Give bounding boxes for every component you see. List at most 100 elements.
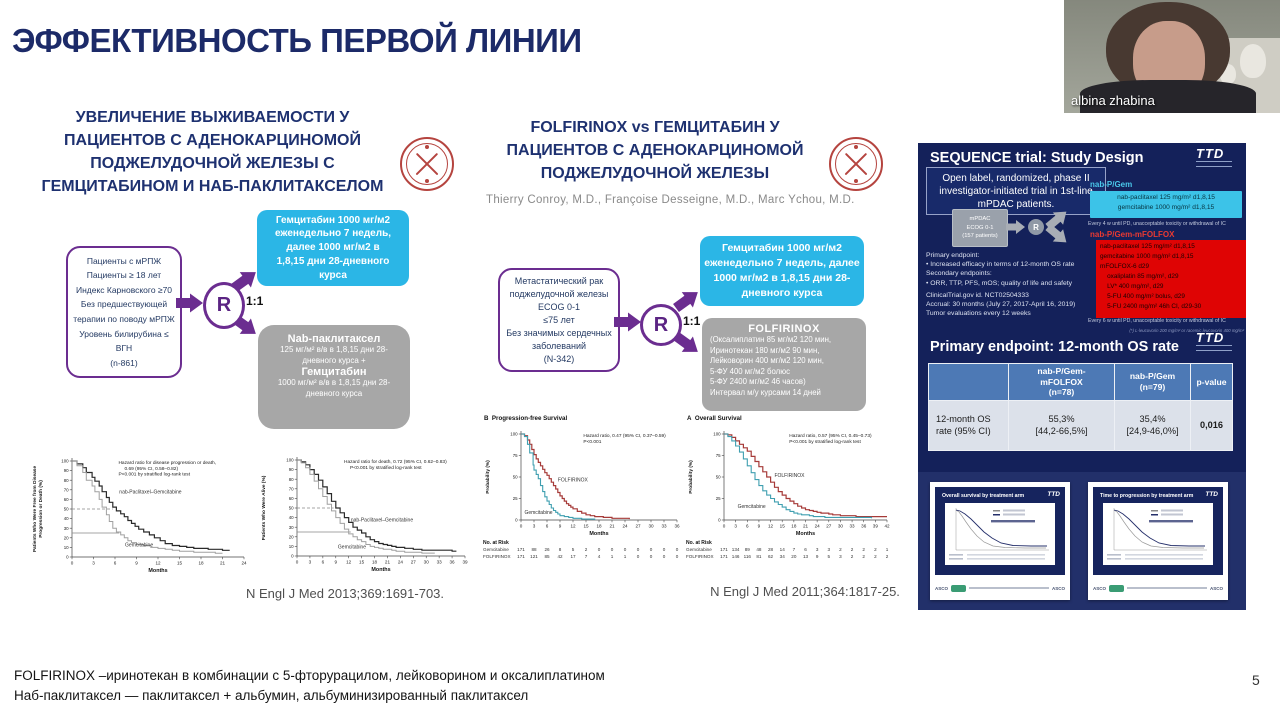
arm2-dose2-label: 1000 мг/м² в/в в 1,8,15 дни 28- дневного… [277, 378, 391, 398]
svg-text:100: 100 [286, 458, 294, 463]
ttd-logo-caption [1196, 161, 1232, 167]
svg-text:12: 12 [155, 561, 161, 566]
svg-text:171: 171 [720, 554, 728, 559]
svg-text:30: 30 [424, 560, 430, 565]
svg-text:0: 0 [663, 547, 666, 552]
svg-text:6: 6 [322, 560, 325, 565]
svg-text:8: 8 [559, 547, 562, 552]
arm2-drug2-label: Гемцитабин [301, 366, 367, 378]
svg-text:FOLFIRINOX: FOLFIRINOX [483, 554, 511, 559]
svg-text:100: 100 [61, 459, 69, 464]
svg-text:116: 116 [744, 554, 752, 559]
sequence-design-title: SEQUENCE trial: Study Design [930, 150, 1144, 166]
asco-logo: ASCO [1093, 585, 1107, 591]
participant-name: albina zhabina [1071, 93, 1155, 108]
svg-text:24: 24 [815, 524, 821, 529]
svg-text:36: 36 [674, 524, 680, 529]
svg-text:80: 80 [64, 478, 69, 483]
svg-text:18: 18 [372, 560, 378, 565]
svg-text:7: 7 [793, 547, 796, 552]
svg-text:15: 15 [780, 524, 786, 529]
arm2-note: Every 6 w until PD, unacceptable toxicit… [1088, 318, 1226, 324]
card-footer: ASCO ASCO [1093, 579, 1223, 597]
svg-text:Gemcitabine: Gemcitabine [483, 547, 509, 552]
svg-text:0: 0 [718, 518, 721, 523]
table-header-arm-nabpgem: nab-P/Gem (n=79) [1114, 362, 1191, 402]
seal-dot [854, 179, 858, 183]
svg-text:Progression or Death (%): Progression or Death (%) [38, 480, 44, 538]
green-badge-icon [1109, 584, 1125, 592]
svg-text:30: 30 [838, 524, 844, 529]
svg-text:89: 89 [745, 547, 751, 552]
arm1-note: Every 4 w until PD, unacceptable toxicit… [1088, 221, 1226, 227]
svg-text:0.69 (95% CI, 0.58–0.82): 0.69 (95% CI, 0.58–0.82) [124, 466, 178, 472]
svg-text:0: 0 [676, 547, 679, 552]
svg-text:20: 20 [64, 535, 69, 540]
svg-text:FOLFIRINOX: FOLFIRINOX [774, 473, 805, 479]
svg-text:0: 0 [650, 547, 653, 552]
svg-text:0: 0 [611, 547, 614, 552]
svg-text:0: 0 [291, 554, 294, 559]
svg-text:18: 18 [596, 524, 602, 529]
svg-text:6: 6 [546, 524, 549, 529]
svg-text:134: 134 [732, 547, 740, 552]
prodige-arm2-box: FOLFIRINOX (Оксалиплатин 85 мг/м2 120 ми… [702, 318, 866, 411]
svg-text:14: 14 [780, 547, 786, 552]
svg-text:0: 0 [676, 554, 679, 559]
os-result-card: Overall survival by treatment arm TTD AS… [930, 482, 1070, 600]
svg-text:5: 5 [828, 554, 831, 559]
table-header-empty [928, 362, 1009, 402]
svg-text:10: 10 [64, 545, 69, 550]
asco-logo: ASCO [1051, 585, 1065, 591]
page-number: 5 [1252, 672, 1260, 688]
ttd-logo-caption [1196, 345, 1232, 351]
svg-text:60: 60 [64, 497, 69, 502]
svg-text:0: 0 [637, 547, 640, 552]
svg-text:171: 171 [517, 547, 525, 552]
folfirinox-regimen: (Оксалиплатин 85 мг/м2 120 мин, Иринотек… [710, 335, 832, 397]
prodige-flow-arrows [614, 292, 698, 352]
svg-text:5: 5 [572, 547, 575, 552]
svg-text:Probability (%): Probability (%) [485, 460, 491, 494]
authors-line: Thierry Conroy, M.D., Françoise Desseign… [486, 194, 855, 206]
svg-text:nab-Paclitaxel–Gemcitabine: nab-Paclitaxel–Gemcitabine [351, 517, 413, 523]
svg-text:36: 36 [450, 560, 456, 565]
arm2-drug1-label: Nab-паклитаксел [287, 333, 381, 345]
svg-text:62: 62 [768, 554, 774, 559]
person-body [1080, 80, 1256, 113]
trial-intro-box: Open label, randomized, phase II investi… [926, 167, 1106, 215]
svg-text:18: 18 [791, 524, 797, 529]
svg-text:81: 81 [756, 554, 762, 559]
svg-text:Gemcitabine: Gemcitabine [125, 542, 153, 548]
svg-text:0: 0 [515, 518, 518, 523]
svg-text:75: 75 [716, 453, 721, 458]
svg-text:17: 17 [570, 554, 576, 559]
svg-text:15: 15 [177, 561, 183, 566]
mpact-inclusion-box: Пациенты с мРПЖ Пациенты ≥ 18 лет Индекс… [66, 246, 182, 378]
svg-text:P<0.001 by stratified log-rank: P<0.001 by stratified log-rank test [118, 472, 190, 478]
mini-km-chart [945, 503, 1055, 565]
footer-text-bar [1127, 587, 1207, 589]
leucovorin-footnote: (*) L-leucovorin 200 mg/m² or racemic le… [1129, 328, 1244, 333]
svg-text:0: 0 [296, 560, 299, 565]
svg-text:9: 9 [758, 524, 761, 529]
svg-text:70: 70 [64, 487, 69, 492]
svg-text:0: 0 [624, 547, 627, 552]
svg-text:A Overall Survival: A Overall Survival [687, 415, 742, 422]
svg-text:3: 3 [92, 561, 95, 566]
seal-inner-ring [835, 143, 877, 185]
svg-text:Hazard ratio for disease progr: Hazard ratio for disease progression or … [118, 460, 216, 466]
webcam-tile[interactable]: albina zhabina [1064, 0, 1280, 113]
seal-dot [425, 179, 429, 183]
ttd-logo-small: TTD [1047, 491, 1060, 498]
mpact-ratio-label: 1:1 [246, 294, 264, 308]
seal-dot [425, 145, 429, 149]
svg-text:0: 0 [520, 524, 523, 529]
svg-text:27: 27 [826, 524, 832, 529]
svg-text:34: 34 [780, 554, 786, 559]
svg-text:9: 9 [559, 524, 562, 529]
svg-text:7: 7 [585, 554, 588, 559]
svg-text:12: 12 [346, 560, 352, 565]
